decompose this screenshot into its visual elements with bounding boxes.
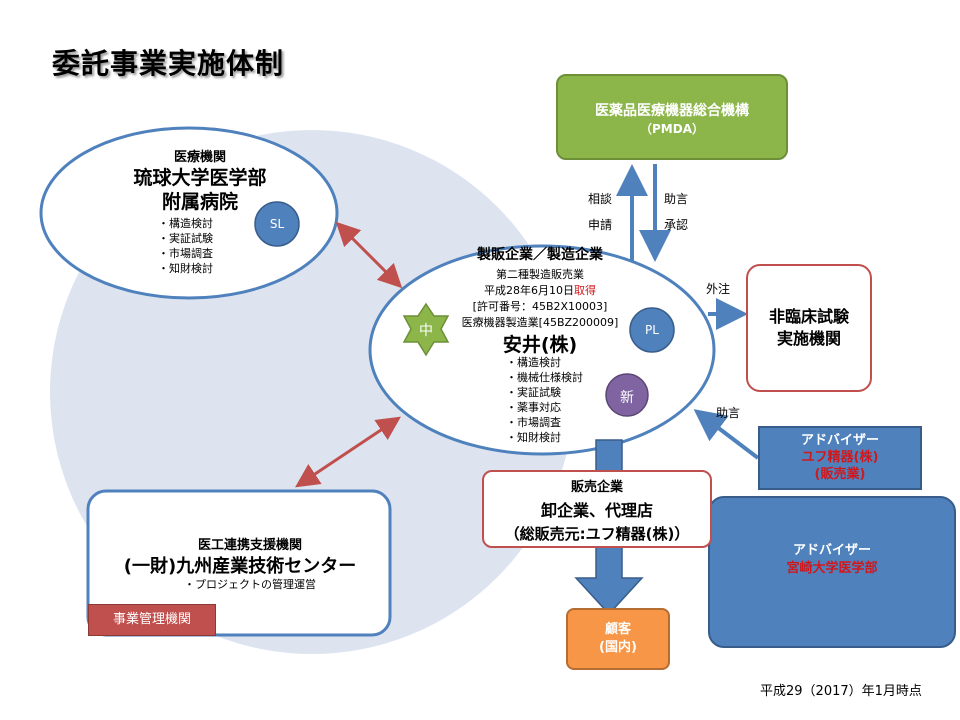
pmda-box[interactable]: 医薬品医療機器総合機構 （PMDA） (556, 74, 788, 160)
maker-manufacture-license: 医療機器製造業[45BZ200009] (461, 316, 619, 329)
support-name: (一財)九州産業技術センター (123, 556, 357, 577)
support-maker-arrow (295, 416, 401, 488)
page-title: 委託事業実施体制 (52, 47, 285, 80)
advisor1-name: ユフ精器(株) (801, 450, 879, 465)
mid-star-badge (402, 302, 450, 357)
maker-license-number: [許可番号：45B2X10003] (472, 300, 608, 313)
advisor2-name: 宮崎大学医学部 (786, 561, 878, 576)
advisor1-label: アドバイザー (800, 433, 879, 448)
pmda-name: 医薬品医療機器総合機構 (595, 103, 749, 119)
medical-ellipse[interactable] (39, 126, 339, 300)
sl-badge (254, 201, 300, 247)
support-box[interactable] (86, 489, 392, 637)
maker-name: 安井(株) (502, 334, 578, 356)
outsource-label: 外注 (706, 282, 731, 296)
customer-line2: (国内) (599, 640, 637, 655)
new-badge-label: 新 (620, 390, 634, 406)
nonclinical-line2: 実施機関 (776, 329, 841, 348)
approve-label: 承認 (664, 218, 689, 232)
nonclinical-line1: 非臨床試験 (768, 307, 849, 326)
management-tag: 事業管理機関 (88, 604, 216, 636)
sales-box[interactable]: 販売企業 卸企業、代理店 （総販売元:ユフ精器(株)） (482, 470, 712, 548)
medical-maker-arrow (335, 221, 403, 289)
new-badge (605, 373, 649, 417)
medical-task-list: 構造検討 実証試験 市場調査 知財検討 (158, 216, 213, 276)
maker-category: 製販企業／製造企業 (477, 247, 603, 263)
sales-category: 販売企業 (570, 480, 623, 495)
advisor-university-box[interactable]: アドバイザー 宮崎大学医学部 (708, 496, 956, 648)
nonclinical-box[interactable]: 非臨床試験 実施機関 (746, 264, 872, 392)
advisor-sales-box[interactable]: アドバイザー ユフ精器(株) (販売業) (758, 426, 922, 490)
advise-label: 助言 (664, 192, 689, 206)
support-role: ・プロジェクトの管理運営 (184, 578, 316, 591)
maker-license-date: 平成28年6月10日取得 (484, 284, 596, 297)
advice-label: 助言 (716, 406, 741, 420)
date-note: 平成29（2017）年1月時点 (760, 684, 922, 699)
advisor1-role: (販売業) (814, 467, 866, 482)
mid-badge-label: 中 (419, 323, 433, 339)
sales-sub: （総販売元:ユフ精器(株)） (504, 525, 690, 543)
customer-box[interactable]: 顧客 (国内) (566, 608, 670, 670)
sl-badge-label: SL (269, 217, 285, 231)
medical-name: 琉球大学医学部 附属病院 (133, 167, 267, 213)
support-category: 医工連携支援機関 (197, 538, 302, 553)
advisor-arrow (693, 409, 760, 460)
medical-category: 医療機関 (173, 150, 226, 165)
customer-line1: 顧客 (604, 622, 631, 637)
pl-badge (629, 307, 675, 353)
apply-label: 申請 (588, 218, 613, 232)
pmda-abbr: （PMDA） (640, 122, 704, 136)
consult-label: 相談 (588, 192, 613, 206)
sales-name: 卸企業、代理店 (540, 501, 653, 520)
maker-task-list: 構造検討 機械仕様検討 実証試験 薬事対応 市場調査 知財検討 (506, 355, 583, 445)
advisor2-label: アドバイザー (792, 543, 871, 558)
pl-badge-label: PL (645, 323, 659, 337)
maker-license-type: 第二種製造販売業 (496, 268, 584, 281)
